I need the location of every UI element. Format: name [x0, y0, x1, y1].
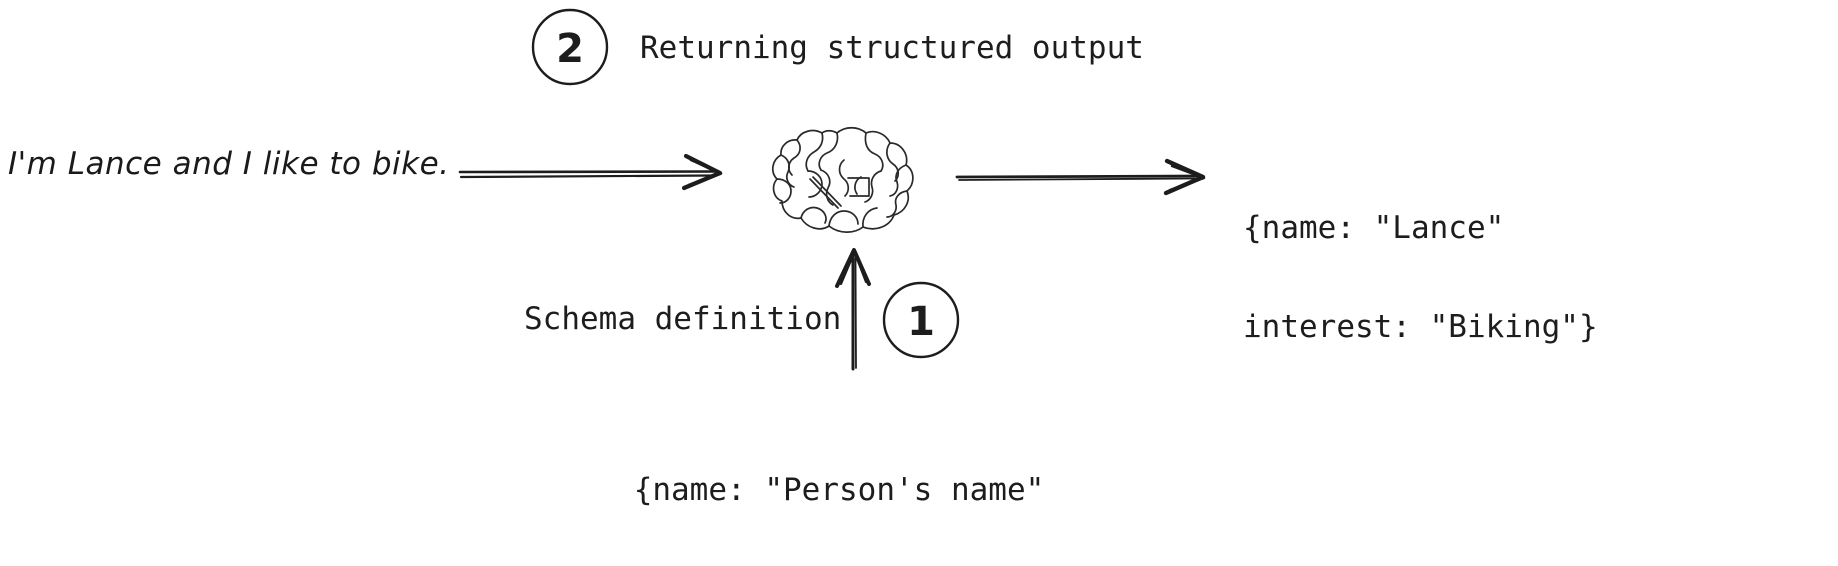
step-2-label: Returning structured output [640, 30, 1144, 66]
arrow-input-to-brain-icon [458, 148, 738, 198]
input-text: I'm Lance and I like to bike. [8, 146, 450, 182]
step-number-circle-2: 2 [531, 8, 609, 86]
step-1-label: Schema definition [524, 301, 842, 337]
output-json-line-1: {name: "Lance" [1243, 210, 1505, 246]
brain-icon [766, 122, 926, 244]
step-number-2-text: 2 [556, 26, 584, 72]
output-json: {name: "Lance" interest: "Biking"} [1243, 146, 1598, 410]
arrow-brain-to-output-icon [955, 152, 1217, 202]
step-number-circle-1: 1 [882, 281, 960, 359]
schema-json: {name: "Person's name" interest: "Person… [604, 408, 1074, 566]
output-json-line-2: interest: "Biking"} [1243, 309, 1598, 345]
step-number-1-text: 1 [907, 299, 935, 345]
schema-json-line-1: {name: "Person's name" [633, 472, 1045, 508]
arrow-schema-to-brain-icon [826, 246, 882, 371]
